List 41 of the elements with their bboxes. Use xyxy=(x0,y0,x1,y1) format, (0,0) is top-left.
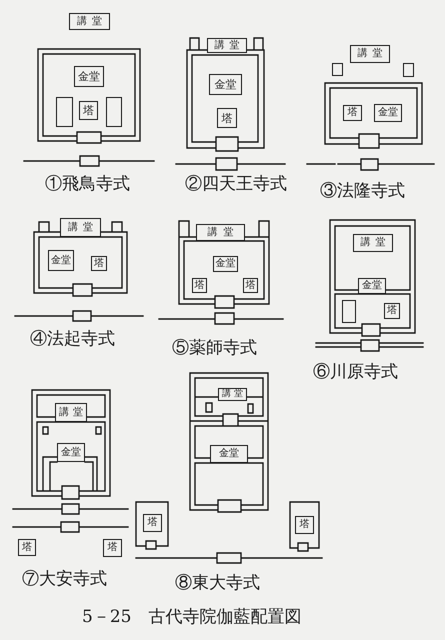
building-box: 塔 xyxy=(217,108,237,128)
building-box: 金堂 xyxy=(74,66,104,87)
building-box: 塔 xyxy=(103,539,122,557)
building-box: 塔 xyxy=(79,101,98,120)
plan-label: ②四天王寺式 xyxy=(185,176,287,193)
building-box: 金堂 xyxy=(209,74,242,95)
plan-label: ③法隆寺式 xyxy=(320,183,405,200)
building-box: 講堂 xyxy=(55,403,87,422)
plan-label: ⑥川原寺式 xyxy=(313,364,398,381)
building-box: 金堂 xyxy=(374,104,402,122)
building-box xyxy=(332,63,343,76)
building-box: 金堂 xyxy=(358,278,386,294)
building-box: 講堂 xyxy=(207,38,247,53)
plan-label: ⑧東大寺式 xyxy=(175,575,260,592)
plan-label: ①飛鳥寺式 xyxy=(45,176,130,193)
building-box: 塔 xyxy=(143,514,162,532)
building-box: 塔 xyxy=(243,278,258,293)
plan-label: ⑦大安寺式 xyxy=(22,571,107,588)
building-box: 金堂 xyxy=(48,250,74,271)
building-box: 金堂 xyxy=(57,443,85,462)
building-box: 金堂 xyxy=(210,445,248,463)
building-box: 講堂 xyxy=(350,45,390,63)
building-box: 塔 xyxy=(343,105,362,121)
plan-label: ⑤薬師寺式 xyxy=(172,340,257,357)
building-box: 講堂 xyxy=(353,234,393,252)
building-box: 塔 xyxy=(91,256,107,271)
building-box xyxy=(403,63,414,77)
building-box: 金堂 xyxy=(213,256,238,272)
figure-caption: 5－25 古代寺院伽藍配置図 xyxy=(82,609,302,626)
building-box: 塔 xyxy=(192,278,207,293)
building-box: 講堂 xyxy=(196,224,245,241)
building-box xyxy=(342,300,356,323)
building-box: 塔 xyxy=(384,303,400,319)
building-box: 塔 xyxy=(295,516,314,534)
building-box: 講堂 xyxy=(69,13,110,30)
building-box: 講堂 xyxy=(60,218,101,237)
building-box xyxy=(106,97,122,127)
building-box: 講堂 xyxy=(218,388,247,401)
building-box: 塔 xyxy=(18,539,36,556)
building-box xyxy=(56,97,73,127)
plan-label: ④法起寺式 xyxy=(30,331,115,348)
